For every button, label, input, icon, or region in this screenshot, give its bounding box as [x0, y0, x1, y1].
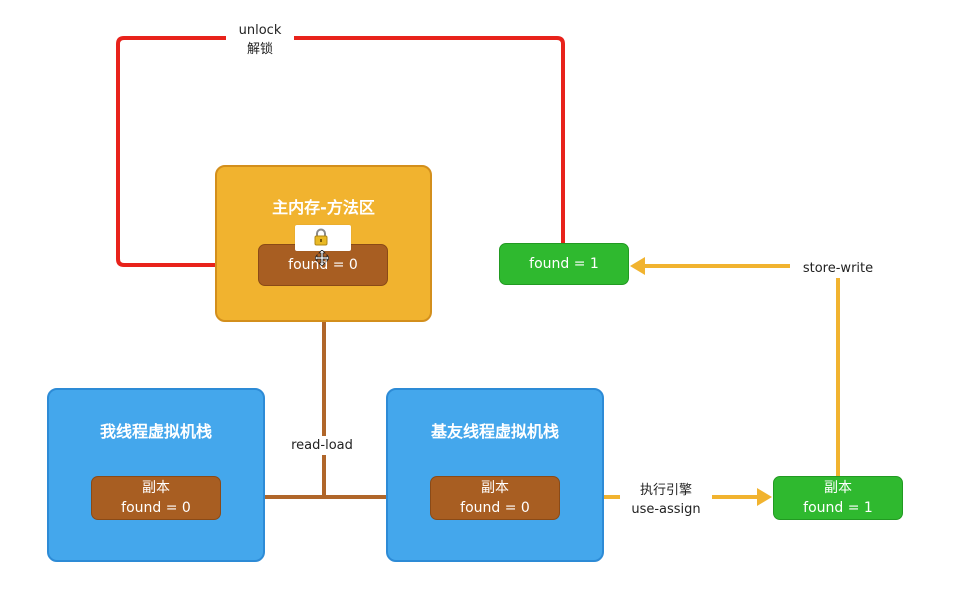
my-thread-copy-value: found = 0	[121, 500, 191, 516]
lock-icon	[314, 228, 328, 246]
unlock-label-zh: 解锁	[246, 42, 273, 57]
my-thread-stack-box: 我线程虚拟机栈	[47, 388, 265, 562]
execution-engine-label: 执行引擎 use-assign	[620, 481, 712, 519]
execution-engine-label-zh: 执行引擎	[639, 483, 692, 498]
friend-thread-stack-box: 基友线程虚拟机栈	[386, 388, 604, 562]
store-write-label: store-write	[790, 259, 886, 278]
assigned-copy-label: 副本	[824, 480, 852, 496]
use-assign-arrowhead	[757, 488, 772, 506]
use-assign-label: use-assign	[631, 502, 701, 517]
store-write-line	[645, 264, 840, 476]
unlock-line	[116, 36, 565, 267]
read-load-label: read-load	[282, 436, 362, 455]
my-thread-copy: 副本 found = 0	[91, 476, 221, 520]
my-thread-stack-title: 我线程虚拟机栈	[99, 422, 212, 441]
move-cursor-icon	[315, 250, 329, 266]
assigned-copy-value: found = 1	[803, 500, 873, 516]
assigned-copy: 副本 found = 1	[773, 476, 903, 520]
friend-thread-copy-label: 副本	[481, 480, 509, 496]
friend-thread-copy: 副本 found = 0	[430, 476, 560, 520]
my-thread-copy-label: 副本	[142, 480, 170, 496]
friend-thread-stack-title: 基友线程虚拟机栈	[430, 422, 559, 441]
friend-thread-copy-value: found = 0	[460, 500, 530, 516]
unlock-label: unlock 解锁	[226, 21, 294, 59]
main-memory-written-variable: found = 1	[499, 243, 629, 285]
store-write-arrowhead	[630, 257, 645, 275]
main-memory-title: 主内存-方法区	[272, 198, 375, 217]
unlock-label-en: unlock	[238, 23, 282, 38]
